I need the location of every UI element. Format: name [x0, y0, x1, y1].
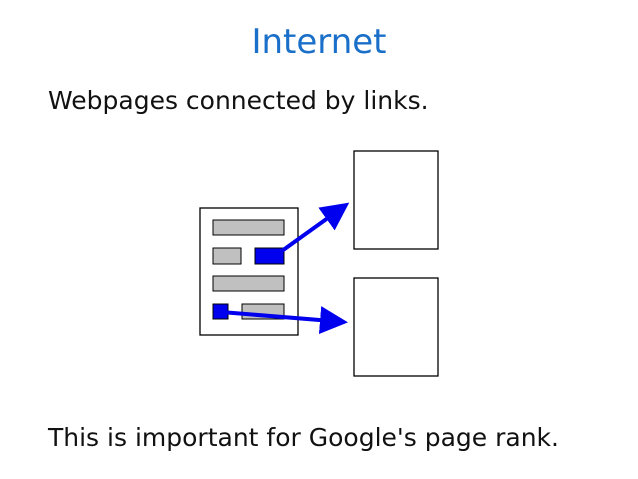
text-line-1 — [212, 219, 285, 236]
closing-text: This is important for Google's page rank… — [48, 423, 559, 452]
text-line-3 — [212, 275, 285, 292]
link-arrow-2 — [220, 306, 348, 335]
slide-title: Internet — [251, 22, 387, 62]
hyperlink-1 — [254, 247, 285, 265]
target-webpage-1 — [353, 150, 439, 250]
text-line-2-left — [212, 247, 242, 265]
link-arrow-1 — [277, 202, 350, 255]
target-webpage-2 — [353, 277, 439, 377]
source-webpage — [199, 207, 299, 336]
intro-text: Webpages connected by links. — [48, 86, 429, 115]
